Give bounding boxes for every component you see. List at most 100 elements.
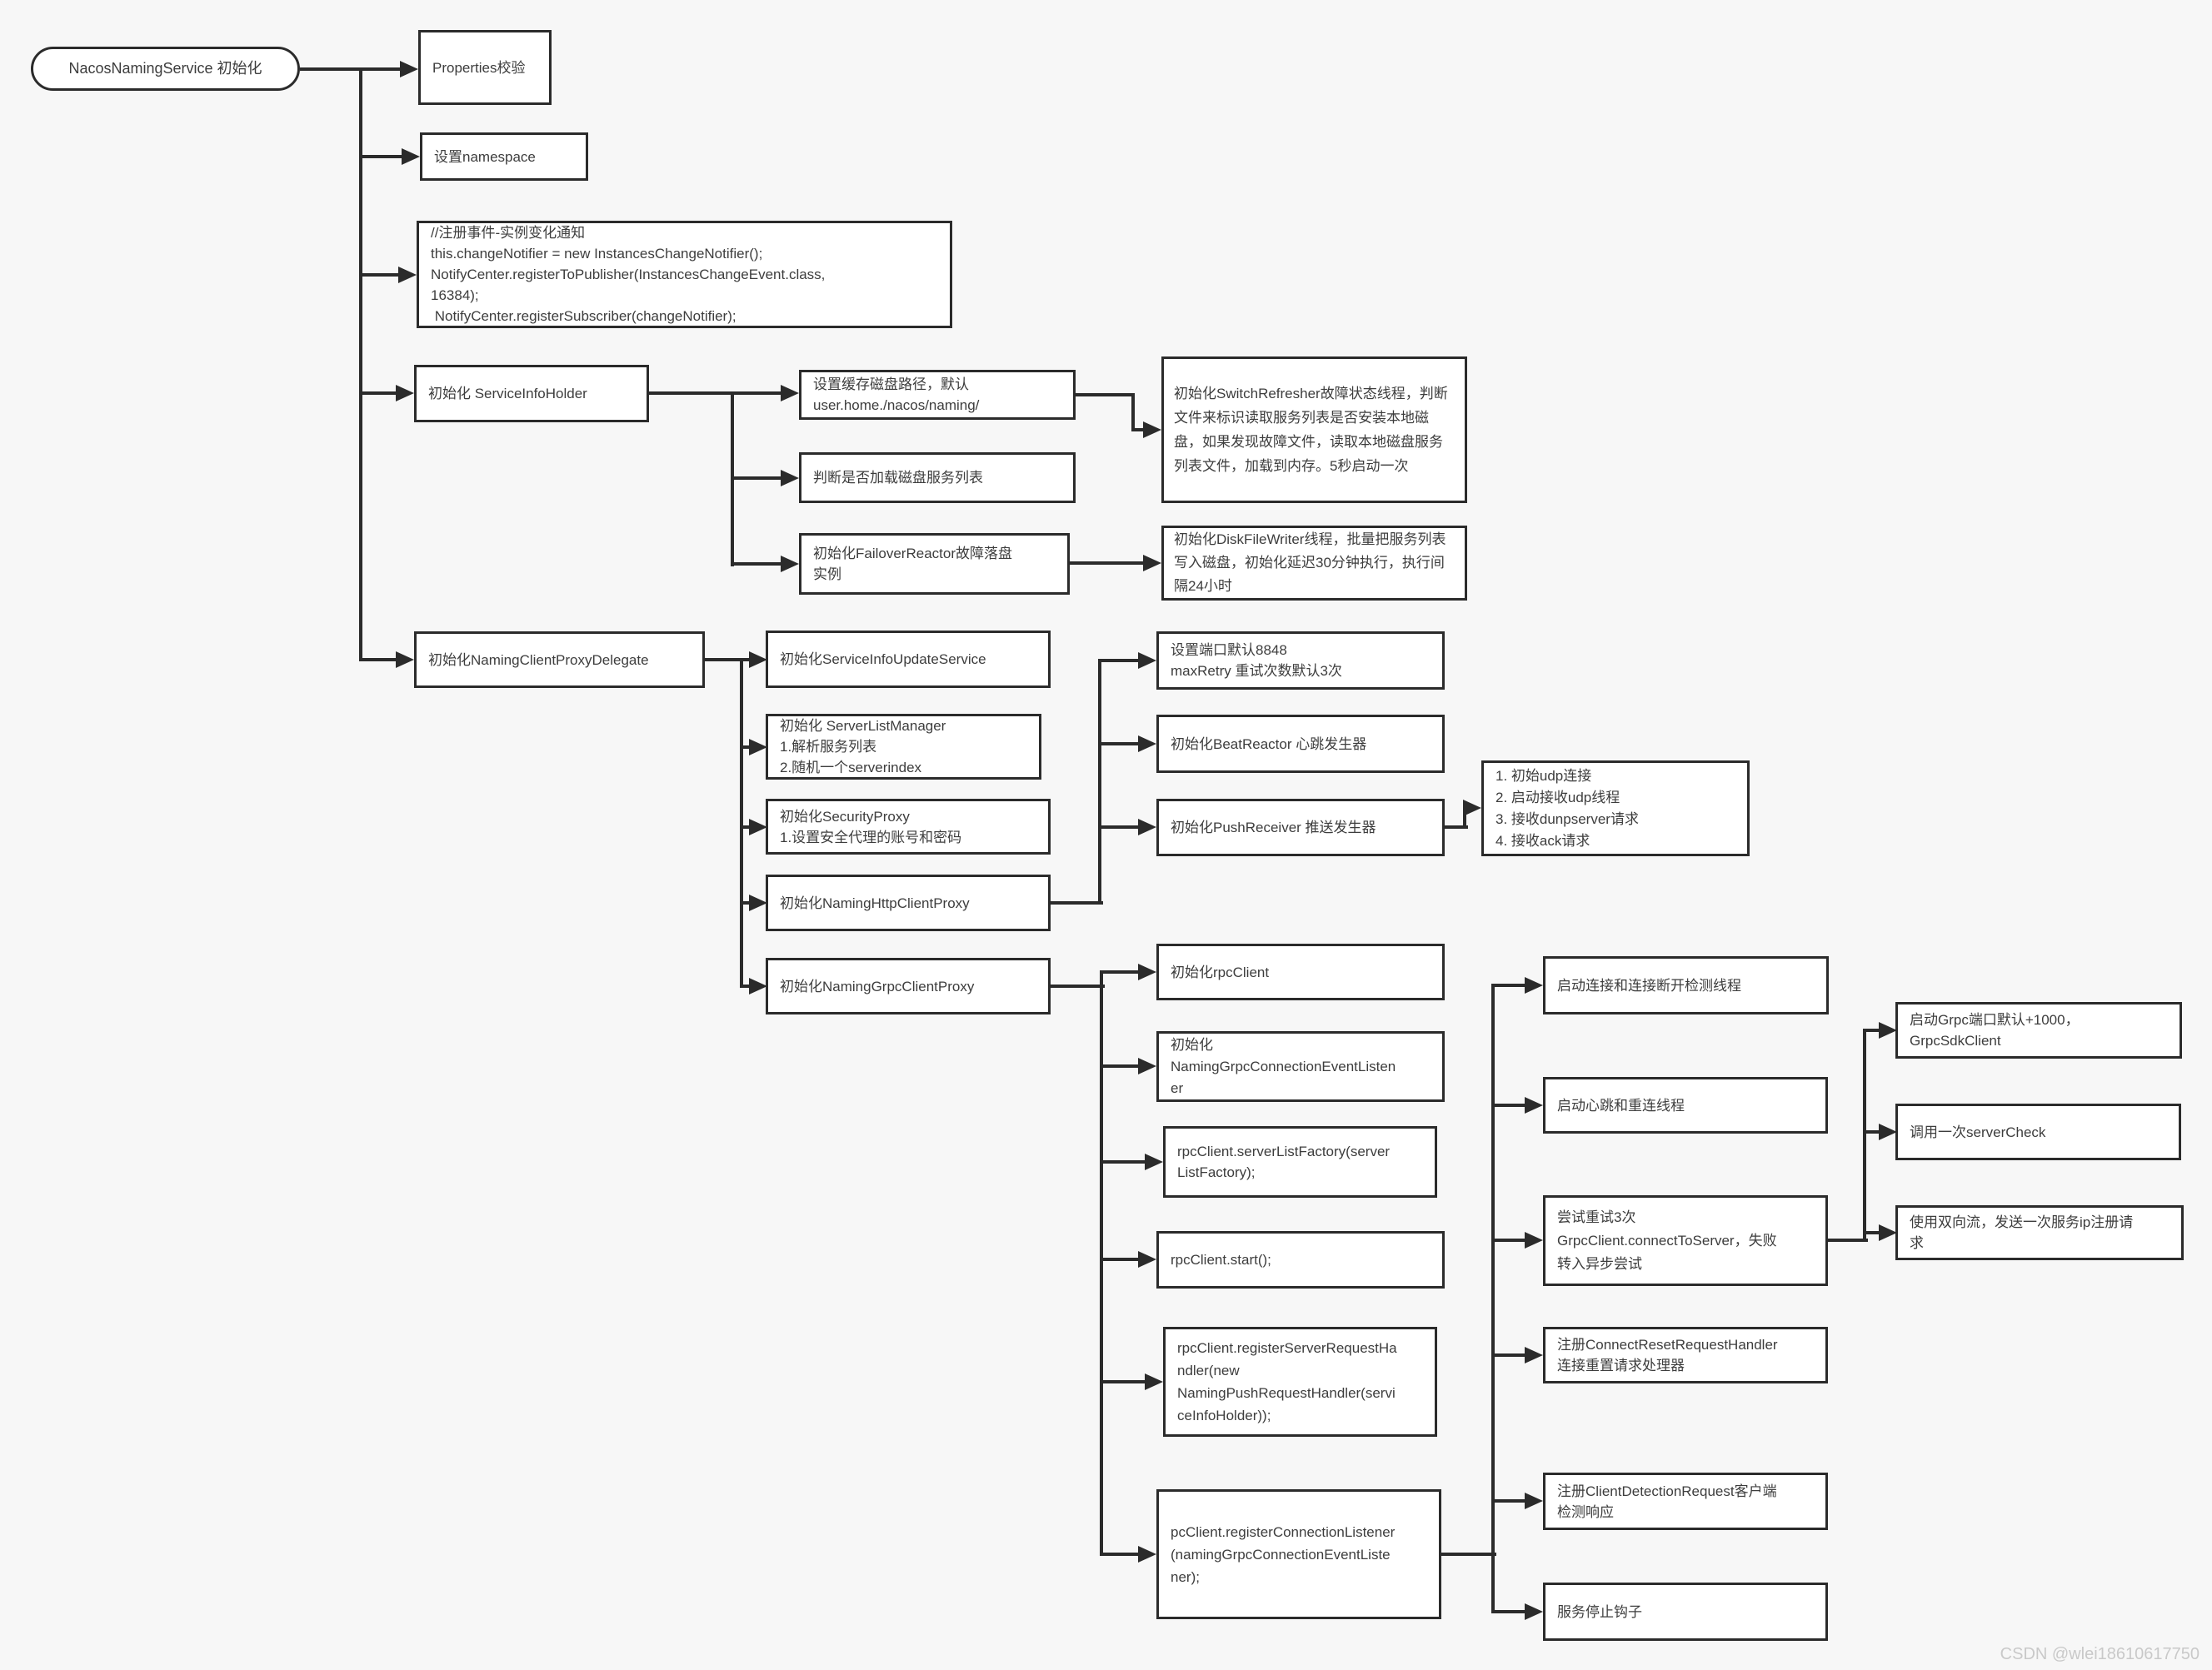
arrowhead-icon	[1138, 964, 1156, 980]
node-label: 设置namespace	[434, 148, 536, 165]
arrowhead-icon	[781, 470, 799, 486]
connector-line	[1100, 1380, 1146, 1383]
arrowhead-icon	[1138, 1058, 1156, 1074]
node-service-info-holder: 初始化 ServiceInfoHolder	[414, 365, 649, 422]
node-label: ner);	[1171, 1568, 1200, 1585]
connector-line	[740, 985, 751, 988]
node-label: 连接重置请求处理器	[1557, 1358, 1685, 1373]
arrowhead-icon	[1138, 1251, 1156, 1268]
node-label: pcClient.registerConnectionListener	[1171, 1523, 1396, 1540]
connector-line	[1491, 1104, 1526, 1107]
arrowhead-icon	[1138, 819, 1156, 835]
node-label: 注册ConnectResetRequestHandler	[1557, 1337, 1778, 1353]
connector-line	[740, 658, 743, 988]
node-set-namespace: 设置namespace	[420, 132, 588, 181]
node-label: 初始化NamingGrpcClientProxy	[780, 978, 975, 995]
node-label: rpcClient.registerServerRequestHa	[1177, 1340, 1397, 1356]
connector-line	[1098, 659, 1140, 662]
arrowhead-icon	[781, 556, 799, 572]
connector-line	[1491, 1353, 1526, 1357]
node-label: 初始化 ServerListManager	[780, 718, 946, 734]
csdn-watermark: CSDN @wlei18610617750	[2000, 1645, 2200, 1663]
arrowhead-icon	[1879, 1124, 1897, 1140]
node-label: 使用双向流，发送一次服务ip注册请	[1910, 1214, 2134, 1230]
node-naming-http-client-proxy: 初始化NamingHttpClientProxy	[766, 875, 1051, 931]
node-label: 初始化BeatReactor 心跳发生器	[1171, 735, 1367, 752]
node-load-disk-list: 判断是否加载磁盘服务列表	[799, 452, 1076, 503]
node-label: ceInfoHolder));	[1177, 1408, 1271, 1423]
arrowhead-icon	[1879, 1224, 1897, 1241]
connector-line	[359, 391, 396, 395]
node-register-event-code: //注册事件-实例变化通知 this.changeNotifier = new …	[417, 221, 952, 328]
connector-line	[1070, 561, 1145, 565]
node-label: 初始化	[1171, 1036, 1213, 1053]
node-label: 注册ClientDetectionRequest客户端	[1557, 1483, 1777, 1499]
connector-line	[649, 391, 736, 395]
node-naming-client-proxy-delegate: 初始化NamingClientProxyDelegate	[414, 631, 705, 688]
connector-line	[359, 658, 396, 661]
node-switch-refresher: 初始化SwitchRefresher故障状态线程，判断文件来标识读取服务列表是否…	[1161, 356, 1467, 503]
connector-line	[1100, 1258, 1140, 1261]
arrowhead-icon	[1138, 735, 1156, 752]
node-label: 设置端口默认8848	[1171, 642, 1287, 658]
connector-line	[1076, 393, 1135, 396]
node-label: NacosNamingService 初始化	[68, 60, 262, 77]
node-server-list-manager: 初始化 ServerListManager 1.解析服务列表 2.随机一个ser…	[766, 714, 1041, 780]
connector-line	[1463, 806, 1466, 829]
arrowhead-icon	[1525, 1493, 1543, 1509]
connector-line	[1491, 984, 1526, 987]
code-line: 16384);	[431, 287, 479, 303]
arrowhead-icon	[749, 819, 767, 835]
node-rpc-client-start: rpcClient.start();	[1156, 1231, 1445, 1289]
connector-line	[1863, 1029, 1880, 1032]
node-stop-hook: 服务停止钩子	[1543, 1583, 1828, 1641]
node-label: 设置缓存磁盘路径，默认	[813, 376, 969, 392]
node-grpc-connection-event-listener: 初始化 NamingGrpcConnectionEventListen er	[1156, 1031, 1445, 1102]
connector-line	[1491, 1239, 1526, 1242]
node-label: (namingGrpcConnectionEventListe	[1171, 1546, 1391, 1563]
connector-line	[1100, 970, 1103, 1556]
node-label: NamingPushRequestHandler(servi	[1177, 1385, 1396, 1401]
connector-line	[1863, 1029, 1866, 1242]
node-label: maxRetry 重试次数默认3次	[1171, 663, 1342, 679]
code-line: NotifyCenter.registerSubscriber(changeNo…	[431, 308, 737, 324]
arrowhead-icon	[1138, 1546, 1156, 1563]
node-service-info-update-service: 初始化ServiceInfoUpdateService	[766, 631, 1051, 688]
node-label: 初始化SecurityProxy	[780, 808, 910, 825]
node-client-detection-response: 注册ClientDetectionRequest客户端 检测响应	[1543, 1473, 1828, 1530]
arrowhead-icon	[1525, 1347, 1543, 1363]
connector-line	[731, 476, 782, 480]
node-push-receiver-steps: 1. 初始udp连接 2. 启动接收udp线程 3. 接收dunpserver请…	[1481, 760, 1750, 856]
arrowhead-icon	[396, 385, 414, 401]
node-label: 初始化SwitchRefresher故障状态线程，判断文件来标识读取服务列表是否…	[1174, 386, 1448, 474]
connector-line	[731, 562, 782, 566]
connector-line	[359, 67, 400, 71]
node-label: 初始化PushReceiver 推送发生器	[1171, 820, 1376, 835]
connector-line	[1100, 970, 1140, 974]
connector-line	[359, 67, 362, 661]
connector-line	[1100, 1064, 1140, 1068]
connector-line	[1100, 1553, 1140, 1556]
node-conn-detect-thread: 启动连接和连接断开检测线程	[1543, 956, 1829, 1014]
arrowhead-icon	[1463, 800, 1481, 816]
node-label: rpcClient.start();	[1171, 1252, 1271, 1268]
arrowhead-icon	[749, 895, 767, 911]
arrowhead-icon	[396, 651, 414, 668]
node-push-receiver: 初始化PushReceiver 推送发生器	[1156, 799, 1445, 856]
node-root: NacosNamingService 初始化	[31, 47, 300, 91]
node-label: 启动心跳和重连线程	[1557, 1097, 1685, 1114]
node-label: er	[1171, 1079, 1184, 1096]
node-cache-path: 设置缓存磁盘路径，默认 user.home./nacos/naming/	[799, 370, 1076, 420]
arrowhead-icon	[1525, 1603, 1543, 1620]
connector-line	[740, 658, 751, 661]
connector-line	[359, 273, 398, 277]
connector-line	[359, 155, 403, 158]
node-grpc-port: 启动Grpc端口默认+1000， GrpcSdkClient	[1895, 1002, 2182, 1059]
arrowhead-icon	[1143, 555, 1161, 571]
arrowhead-icon	[1145, 1154, 1163, 1170]
connector-line	[740, 745, 751, 749]
arrowhead-icon	[1525, 977, 1543, 994]
node-label: 启动Grpc端口默认+1000，	[1910, 1012, 2080, 1028]
node-label: rpcClient.serverListFactory(server	[1177, 1144, 1391, 1159]
connector-line	[731, 391, 782, 395]
